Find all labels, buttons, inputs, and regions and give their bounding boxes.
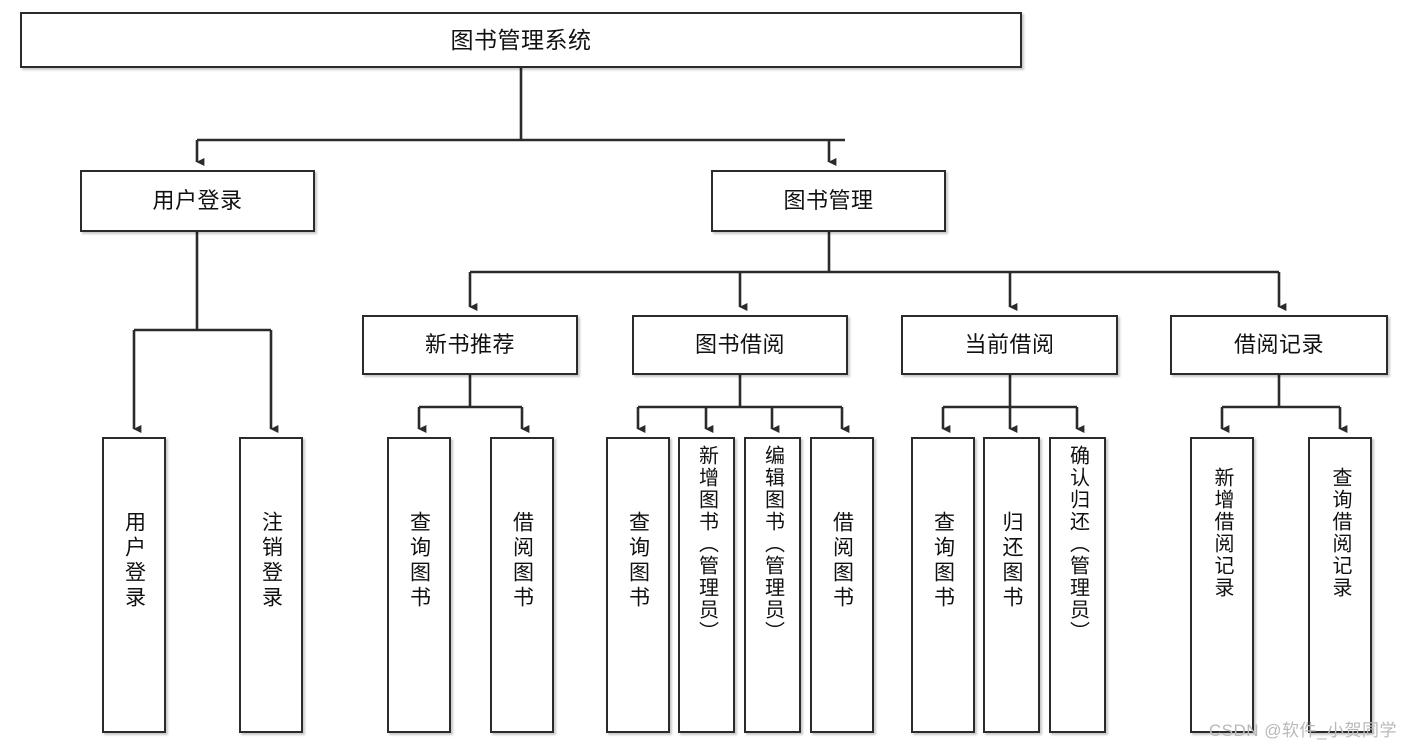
node-leaf-edit-book-admin[interactable]: 编辑图书（管理员） — [744, 437, 801, 733]
node-leaf-user-login[interactable]: 用户登录 — [102, 437, 166, 733]
node-label: 查询图书 — [626, 511, 650, 611]
node-leaf-query-book-borrow[interactable]: 查询图书 — [606, 437, 670, 733]
node-label: 图书借阅 — [694, 332, 785, 358]
node-leaf-borrow-book-recommend[interactable]: 借阅图书 — [490, 437, 554, 733]
node-leaf-return-book[interactable]: 归还图书 — [983, 437, 1040, 733]
node-label: 当前借阅 — [964, 332, 1055, 358]
node-leaf-confirm-return-admin[interactable]: 确认归还（管理员） — [1049, 437, 1106, 733]
node-label: 归还图书 — [1000, 511, 1023, 611]
node-label: 图书管理系统 — [450, 26, 592, 53]
node-leaf-user-logout[interactable]: 注销登录 — [239, 437, 303, 733]
node-label: 新增图书（管理员） — [695, 445, 718, 643]
node-leaf-query-borrow-record[interactable]: 查询借阅记录 — [1308, 437, 1372, 733]
node-label: 借阅记录 — [1233, 332, 1324, 358]
csdn-watermark: CSDN @软件_小贺同学 — [1208, 721, 1397, 740]
node-label: 用户登录 — [152, 188, 243, 214]
node-book-management[interactable]: 图书管理 — [711, 170, 946, 232]
node-leaf-query-book-current[interactable]: 查询图书 — [911, 437, 975, 733]
node-label: 借阅图书 — [830, 511, 854, 611]
node-label: 确认归还（管理员） — [1066, 445, 1089, 643]
node-label: 新增借阅记录 — [1211, 467, 1233, 599]
node-label: 新书推荐 — [424, 332, 515, 358]
node-leaf-query-book-recommend[interactable]: 查询图书 — [387, 437, 451, 733]
node-leaf-add-borrow-record[interactable]: 新增借阅记录 — [1190, 437, 1254, 733]
node-label: 借阅图书 — [510, 511, 534, 611]
node-label: 查询图书 — [407, 511, 431, 611]
node-label: 用户登录 — [122, 511, 146, 611]
node-root-book-management-system[interactable]: 图书管理系统 — [20, 12, 1022, 68]
node-label: 查询图书 — [931, 511, 955, 611]
node-borrow-record[interactable]: 借阅记录 — [1170, 315, 1388, 375]
node-current-borrow[interactable]: 当前借阅 — [901, 315, 1118, 375]
node-label: 编辑图书（管理员） — [761, 445, 784, 643]
node-leaf-add-book-admin[interactable]: 新增图书（管理员） — [678, 437, 735, 733]
node-label: 注销登录 — [259, 511, 283, 611]
node-label: 图书管理 — [783, 188, 874, 214]
node-label: 查询借阅记录 — [1329, 467, 1351, 599]
node-user-login[interactable]: 用户登录 — [80, 170, 315, 232]
node-leaf-borrow-book-borrow[interactable]: 借阅图书 — [810, 437, 874, 733]
node-book-borrow[interactable]: 图书借阅 — [632, 315, 848, 375]
node-new-book-recommend[interactable]: 新书推荐 — [362, 315, 578, 375]
